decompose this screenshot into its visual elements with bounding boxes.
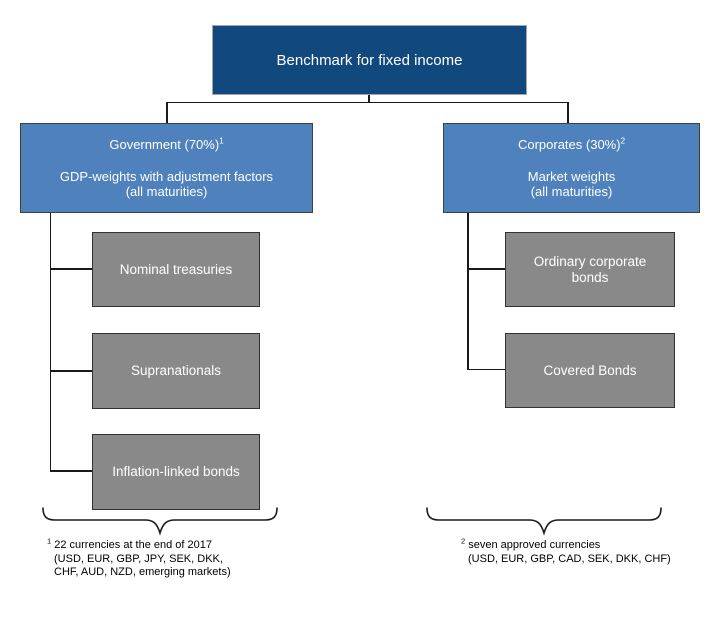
footnote-marker-1: 1: [47, 536, 52, 546]
branch-title-text: Government (70%): [109, 137, 220, 152]
leaf-label: Inflation-linked bonds: [112, 464, 240, 479]
footnote-line: CHF, AUD, NZD, emerging markets): [54, 566, 231, 578]
underbrace-corporates: [426, 507, 662, 536]
leaf-label: Nominal treasuries: [119, 261, 233, 277]
connector-trunk-right: [467, 213, 469, 370]
connector-stub-left-2: [49, 370, 92, 372]
branch-weighting-corporates: Market weights (all maturities): [444, 169, 699, 199]
connector-stub-right-1: [467, 268, 505, 270]
weighting-line: (all maturities): [530, 184, 613, 199]
connector-stub-left-1: [49, 268, 92, 270]
footnote-line: 2 seven approved currencies: [461, 536, 601, 551]
weighting-line: Market weights: [527, 169, 616, 184]
branch-node-corporates: Corporates (30%)2 Market weights (all ma…: [443, 123, 700, 213]
leaf-label: Ordinary corporate bonds: [533, 253, 647, 285]
connector-drop-right: [567, 101, 569, 123]
connector-drop-left: [166, 101, 168, 123]
footnote-line: 1 22 currencies at the end of 2017: [47, 536, 213, 551]
footnote-corporates: 2 seven approved currencies (USD, EUR, G…: [461, 536, 671, 566]
connector-trunk-left: [49, 213, 51, 472]
branch-title-corporates: Corporates (30%)2: [444, 137, 699, 153]
footnote-ref-1: 1: [219, 136, 224, 146]
connector-stub-right-2: [467, 368, 505, 370]
root-node-label: Benchmark for fixed income: [276, 51, 463, 69]
connector-root-stub: [368, 95, 370, 103]
leaf-node-nominal-treasuries: Nominal treasuries: [92, 232, 260, 307]
leaf-node-ordinary-corporate-bonds: Ordinary corporate bonds: [505, 232, 675, 307]
branch-weighting-government: GDP-weights with adjustment factors (all…: [21, 169, 312, 199]
leaf-node-supranationals: Supranationals: [92, 333, 260, 409]
connector-stub-left-3: [49, 470, 92, 472]
footnote-government: 1 22 currencies at the end of 2017 (USD,…: [47, 536, 231, 580]
weighting-line: (all maturities): [125, 184, 208, 199]
branch-node-government: Government (70%)1 GDP-weights with adjus…: [20, 123, 313, 213]
footnote-marker-2: 2: [461, 536, 466, 546]
leaf-node-inflation-linked-bonds: Inflation-linked bonds: [92, 434, 260, 510]
underbrace-government: [42, 507, 278, 536]
leaf-label: Supranationals: [130, 363, 222, 378]
branch-title-government: Government (70%)1: [21, 137, 312, 153]
weighting-line: GDP-weights with adjustment factors: [59, 169, 274, 184]
leaf-node-covered-bonds: Covered Bonds: [505, 333, 675, 408]
footnote-line: (USD, EUR, GBP, JPY, SEK, DKK,: [54, 552, 223, 565]
connector-branch-hline: [166, 101, 569, 103]
leaf-label: Covered Bonds: [543, 362, 637, 378]
footnote-ref-2: 2: [620, 136, 626, 146]
root-node: Benchmark for fixed income: [212, 25, 527, 95]
branch-title-text: Corporates (30%): [517, 137, 621, 152]
footnote-line: (USD, EUR, GBP, CAD, SEK, DKK, CHF): [468, 552, 671, 565]
